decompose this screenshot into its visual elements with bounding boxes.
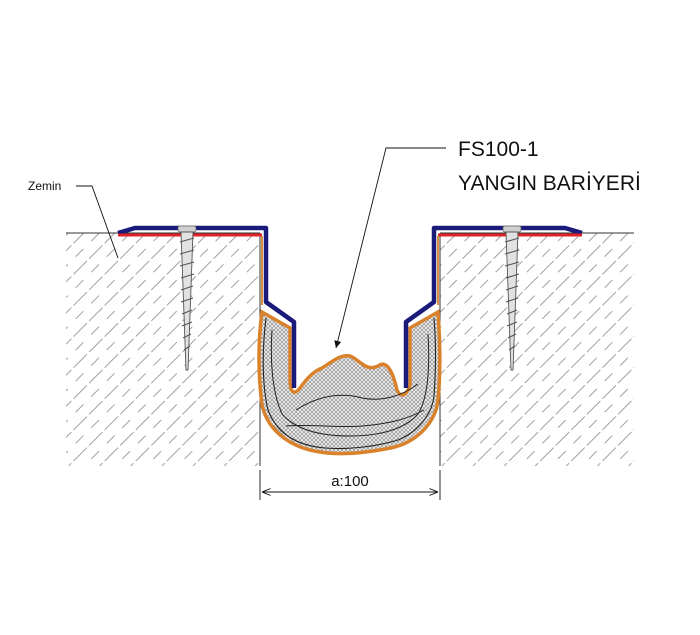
- product-name-label: YANGIN BARİYERİ: [458, 172, 641, 195]
- substrate-callout: Zemin: [28, 179, 119, 259]
- screw-right: [502, 225, 522, 371]
- gap-dimension-label: a:100: [331, 473, 369, 490]
- product-code-label: FS100-1: [458, 138, 539, 161]
- substrate-right: [439, 232, 634, 466]
- gap-dimension: a:100: [259, 470, 441, 500]
- substrate-left: [66, 232, 261, 466]
- substrate-label: Zemin: [28, 179, 61, 193]
- product-callout: FS100-1 YANGIN BARİYERİ: [334, 138, 641, 349]
- fire-barrier-body: [257, 309, 442, 456]
- screw-left: [177, 225, 197, 371]
